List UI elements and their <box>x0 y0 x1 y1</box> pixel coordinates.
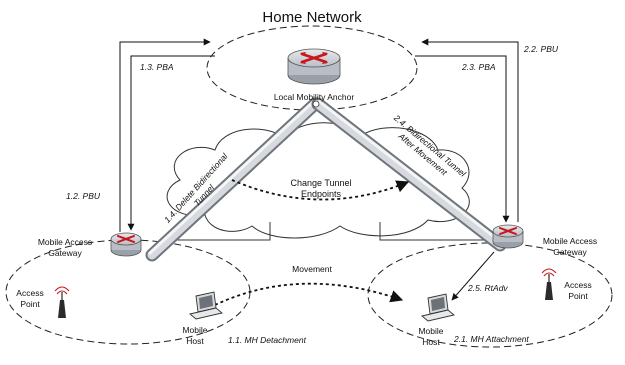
ap-right-label-1: Access <box>564 280 591 290</box>
access-point-left-icon <box>54 286 70 318</box>
pba-left-arrow <box>127 55 215 231</box>
host-right-label-2: Host <box>422 337 440 347</box>
tunnel-endpoint <box>312 100 320 108</box>
change-endpoints-arrow <box>231 179 410 201</box>
attach-label: 2.1. MH Attachment <box>453 334 529 344</box>
ap-left-label-2: Point <box>20 299 40 309</box>
ap-left-label-1: Access <box>16 288 43 298</box>
pbu-left-label: 1.2. PBU <box>66 191 101 201</box>
pbu-right-arrow <box>421 38 519 222</box>
mag-right-label-1: Mobile Access <box>543 236 597 246</box>
detach-label: 1.1. MH Detachment <box>228 335 307 345</box>
tunnel-right <box>311 97 507 252</box>
mobile-host-left-icon <box>189 291 223 320</box>
lma-router-icon <box>287 48 341 85</box>
mag-left-label-1: Mobile Access <box>38 237 92 247</box>
host-left-label-1: Mobile <box>182 325 207 335</box>
pba-right-arrow <box>415 55 510 223</box>
movement-label: Movement <box>292 264 332 274</box>
mag-right-router-icon <box>492 224 524 249</box>
home-network-boundary <box>206 25 418 111</box>
pbu-right-label: 2.2. PBU <box>523 44 559 54</box>
access-network-cloud <box>166 122 470 239</box>
link-right <box>379 222 495 241</box>
diagram-title: Home Network <box>262 9 362 26</box>
link-left <box>165 222 271 241</box>
host-right-label-1: Mobile <box>418 326 443 336</box>
right-access-area <box>367 242 613 348</box>
lma-label: Local Mobility Anchor <box>274 92 354 102</box>
access-point-right-icon <box>541 268 557 300</box>
rtadv-label: 2.5. RtAdv <box>467 283 508 293</box>
mag-left-router-icon <box>110 232 142 257</box>
host-left-label-2: Host <box>186 336 204 346</box>
tunnel-left <box>145 97 322 262</box>
center-label-1: Change Tunnel <box>290 178 351 188</box>
pba-right-label: 2.3. PBA <box>461 62 496 72</box>
pba-left-label: 1.3. PBA <box>140 62 174 72</box>
ap-right-label-2: Point <box>568 291 588 301</box>
mag-left-label-2: Gateway <box>48 248 82 258</box>
mag-right-label-2: Gateway <box>553 247 587 257</box>
center-label-2: Endpoints <box>301 189 342 199</box>
movement-arrow <box>214 282 404 306</box>
pbu-left-arrow <box>119 38 211 232</box>
mobile-host-right-icon <box>421 293 455 322</box>
rtadv-arrow <box>451 251 495 301</box>
